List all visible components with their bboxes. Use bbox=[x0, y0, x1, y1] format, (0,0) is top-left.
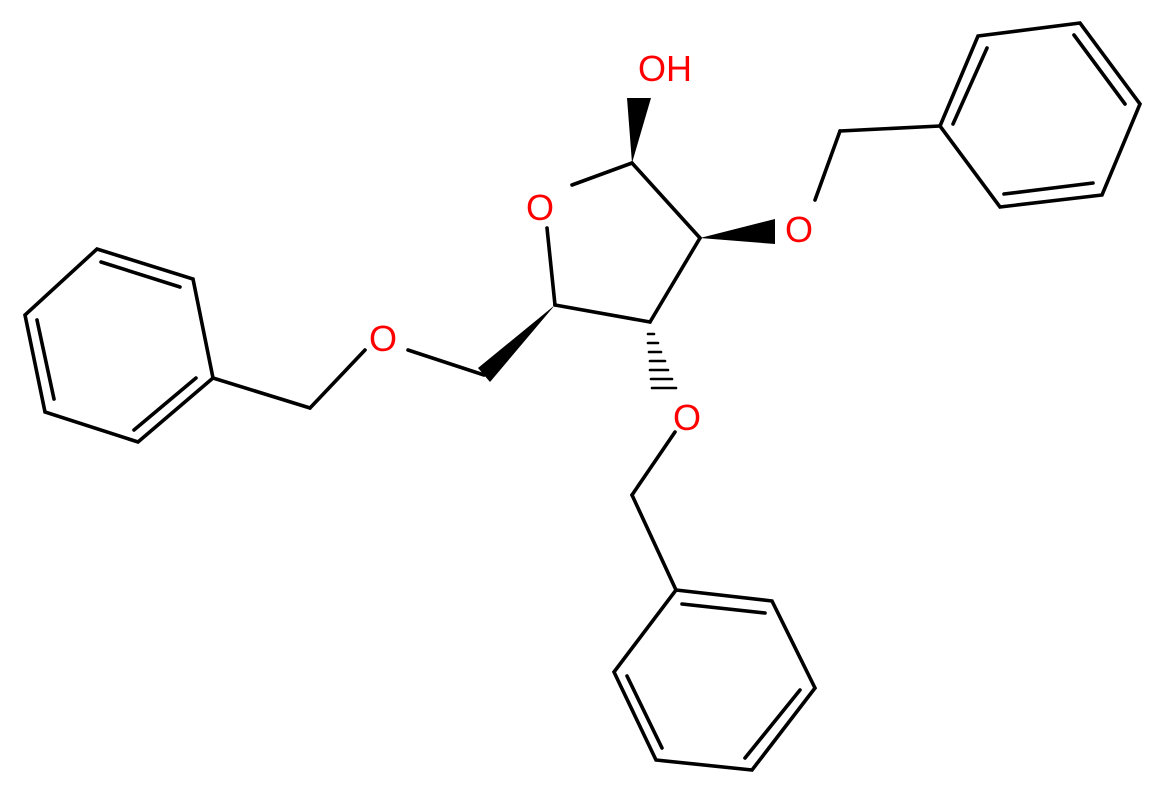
atom-labels: OH O O O O bbox=[369, 48, 813, 438]
phenyl-ring-left bbox=[23, 246, 215, 445]
bond-c3-c4 bbox=[553, 303, 652, 324]
bond-o-benzyl-ch2-c3 bbox=[630, 430, 677, 497]
c2-benzyloxy-substituent bbox=[813, 21, 1143, 209]
c3-benzyloxy-substituent bbox=[611, 430, 818, 772]
bond-benzyl-ch2-ipso-c3 bbox=[630, 493, 678, 592]
bond-ch2-o bbox=[406, 348, 486, 377]
bond-c2-c3 bbox=[648, 236, 702, 324]
bond-c1-c2 bbox=[630, 161, 702, 240]
wedge-bond-c1-oh bbox=[627, 98, 651, 163]
furanose-ring bbox=[545, 161, 702, 324]
stereo-bonds bbox=[478, 98, 775, 390]
c3-ether-oxygen-label: O bbox=[673, 397, 701, 438]
bond-o4-c1 bbox=[570, 161, 634, 187]
bond-o-benzyl-ch2 bbox=[308, 348, 367, 410]
wedge-bond-c2-o bbox=[700, 219, 775, 244]
hydroxyl-label: OH bbox=[638, 48, 692, 89]
bond-o-benzyl-ch2-c2 bbox=[813, 129, 842, 202]
c2-ether-oxygen-label: O bbox=[785, 209, 813, 250]
c5-benzyloxy-substituent bbox=[23, 246, 486, 445]
phenyl-ring-upper-right bbox=[937, 21, 1143, 209]
bond-benzyl-ch2-ipso bbox=[211, 376, 312, 410]
c5-ether-oxygen-label: O bbox=[369, 318, 397, 359]
phenyl-ring-bottom bbox=[611, 588, 818, 772]
bond-benzyl-ch2-ipso-c2 bbox=[838, 124, 942, 133]
hash-bond-c3-o bbox=[646, 332, 678, 390]
wedge-bond-c4-ch2 bbox=[478, 305, 555, 382]
bond-c4-o4 bbox=[545, 226, 557, 307]
ring-oxygen-label: O bbox=[526, 187, 554, 228]
